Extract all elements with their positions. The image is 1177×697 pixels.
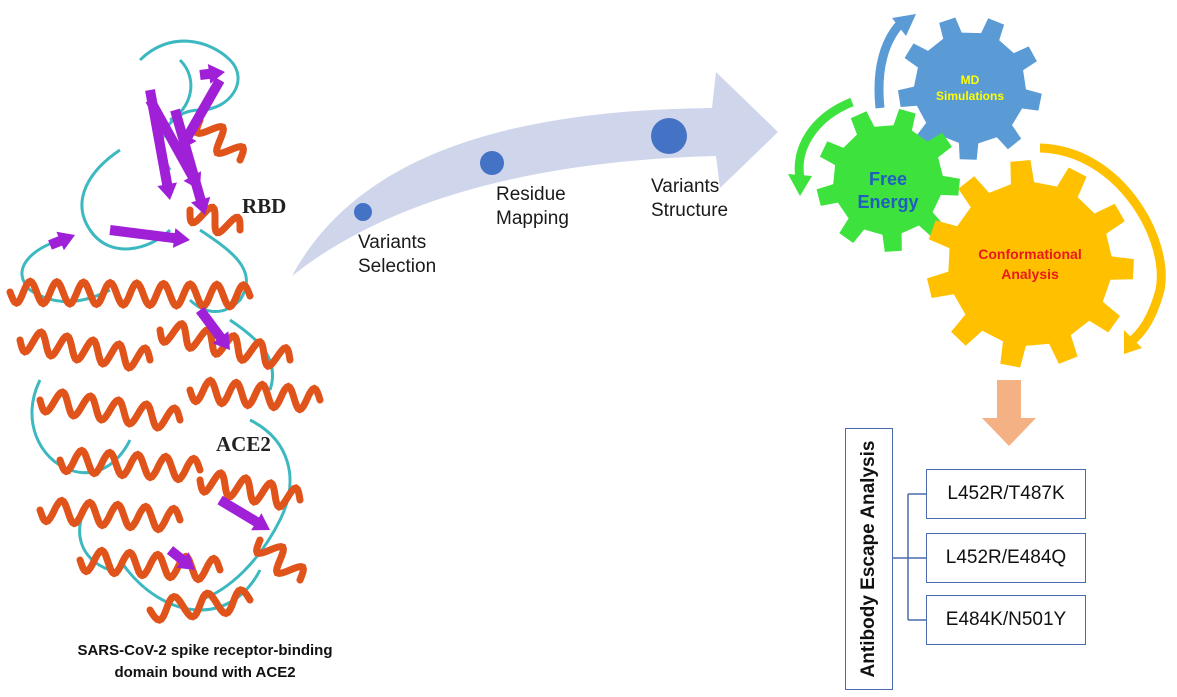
- pipeline-dot-1: [354, 203, 372, 221]
- md-line-1: MD: [960, 73, 980, 87]
- helix-ribbon: [193, 116, 247, 164]
- md-simulations-gear: [898, 17, 1042, 160]
- helix-ribbon: [186, 376, 324, 414]
- free-energy-gear: [816, 108, 960, 252]
- down-arrow: [982, 380, 1036, 446]
- green-cycle-arrowhead: [788, 174, 812, 196]
- step-residue-mapping: Residue Mapping: [496, 183, 569, 231]
- step-variants-selection: Variants Selection: [358, 231, 436, 279]
- step-2-line-2: Mapping: [496, 208, 569, 229]
- helix-ribbon: [6, 277, 254, 311]
- helix-ribbon: [76, 546, 224, 584]
- coil-loop: [80, 148, 172, 251]
- free-energy-label: Free Energy: [838, 168, 938, 214]
- helix-ribbon: [196, 469, 304, 511]
- helix-ribbon: [56, 446, 204, 484]
- caption-line-1: SARS-CoV-2 spike receptor-binding: [77, 642, 333, 659]
- strand-arrow: [179, 77, 225, 150]
- protein-caption: SARS-CoV-2 spike receptor-binding domain…: [30, 640, 380, 684]
- free-energy-line-2: Energy: [857, 192, 919, 212]
- conformational-analysis-label: Conformational Analysis: [960, 244, 1100, 284]
- step-3-line-2: Structure: [651, 200, 729, 221]
- md-line-2: Simulations: [935, 89, 1004, 103]
- free-energy-line-1: Free: [868, 169, 908, 189]
- helix-ribbon: [253, 536, 307, 584]
- antibody-escape-box: Antibody Escape Analysis: [845, 428, 893, 690]
- blue-cycle-arrowhead: [892, 14, 916, 36]
- strand-arrow: [217, 495, 270, 531]
- gear-cluster: [816, 17, 1134, 368]
- green-cycle-arrow: [794, 97, 854, 179]
- step-2-line-1: Residue: [496, 184, 566, 205]
- step-3-line-1: Variants: [651, 176, 720, 197]
- md-simulations-label: MD Simulations: [915, 72, 1025, 104]
- helix-ribbon: [36, 496, 184, 534]
- ace2-label: ACE2: [216, 432, 271, 456]
- step-variants-structure: Variants Structure: [651, 175, 728, 223]
- antibody-escape-title: Antibody Escape Analysis: [858, 440, 879, 678]
- pipeline-dot-3: [651, 118, 687, 154]
- variant-bracket: [893, 493, 926, 621]
- conformational-analysis-gear: [927, 160, 1134, 368]
- conformational-line-2: Analysis: [1001, 266, 1059, 282]
- strand-arrow: [199, 64, 225, 84]
- yellow-cycle-arrowhead: [1124, 330, 1142, 354]
- strand-arrow: [48, 231, 75, 251]
- protein-structure: [6, 39, 324, 624]
- helix-ribbon: [36, 388, 184, 432]
- rbd-label: RBD: [242, 194, 287, 218]
- helix-ribbon: [16, 328, 154, 372]
- yellow-cycle-arrow: [1039, 143, 1166, 346]
- strand-arrow: [166, 546, 195, 570]
- variant-box-3: E484K/N501Y: [926, 595, 1086, 645]
- helix-ribbon: [146, 586, 254, 624]
- variant-box-1: L452R/T487K: [926, 469, 1086, 519]
- helix-ribbon: [186, 203, 244, 237]
- caption-line-2: domain bound with ACE2: [114, 664, 296, 681]
- strand-arrows: [48, 64, 270, 570]
- coil-loop: [199, 418, 292, 602]
- step-1-line-1: Variants: [358, 232, 427, 253]
- strand-arrow: [196, 307, 230, 350]
- variant-box-2: L452R/E484Q: [926, 533, 1086, 583]
- strand-arrow: [109, 225, 190, 248]
- strand-arrow: [145, 89, 177, 200]
- pipeline-arrow: [292, 72, 778, 276]
- conformational-line-1: Conformational: [978, 246, 1082, 262]
- step-1-line-2: Selection: [358, 256, 437, 277]
- blue-cycle-arrow: [874, 18, 906, 109]
- pipeline-dot-2: [480, 151, 504, 175]
